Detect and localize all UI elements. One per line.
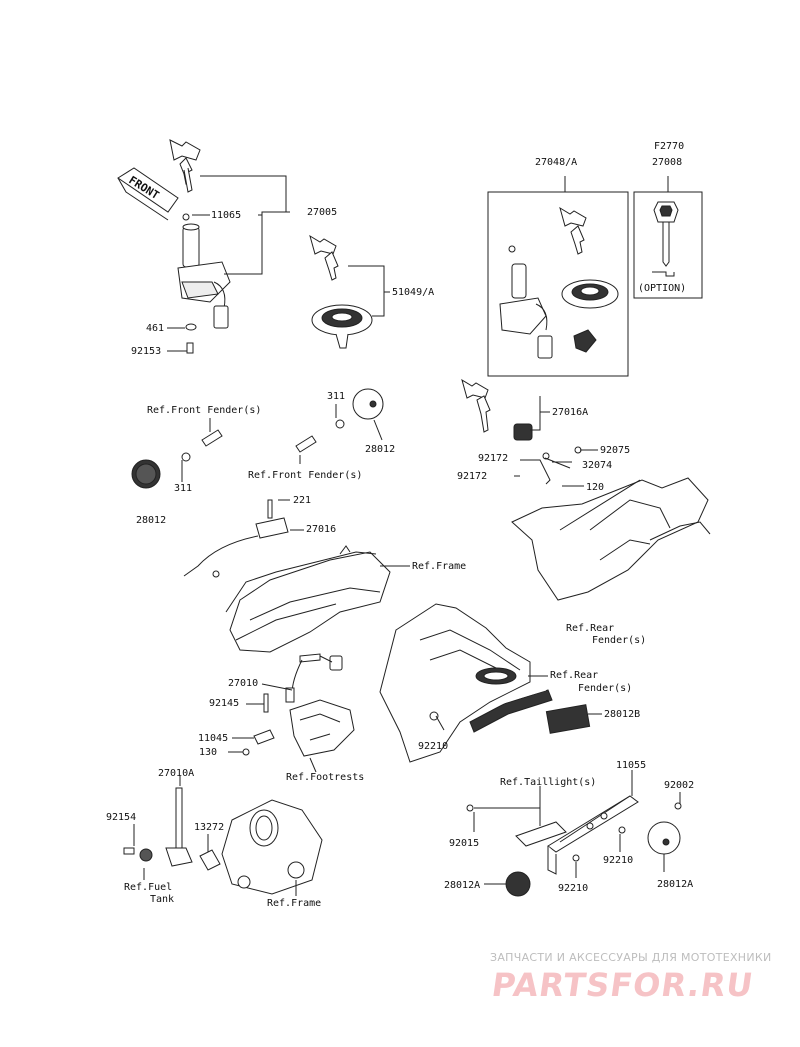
label-11065: 11065: [211, 210, 242, 221]
label-ref-front-fender-2: Ref.Front Fender(s): [248, 470, 363, 481]
label-92210-right: 92210: [603, 855, 634, 866]
label-28012a-right: 28012A: [657, 879, 694, 890]
label-28012-left: 28012: [136, 515, 167, 526]
seat-cable-frame-group: [183, 499, 410, 653]
rear-fender-group: [379, 603, 602, 763]
label-92153: 92153: [131, 346, 162, 357]
label-120: 120: [586, 482, 605, 493]
label-11045: 11045: [198, 733, 229, 744]
label-221: 221: [293, 495, 312, 506]
front-reflector-group: [131, 388, 384, 489]
option-key-group: [633, 176, 703, 299]
label-ref-taillight: Ref.Taillight(s): [500, 777, 597, 788]
label-ref-rear-fender-2a: Ref.Rear: [550, 670, 599, 681]
label-92002: 92002: [664, 780, 695, 791]
label-27008: 27008: [652, 157, 683, 168]
watermark-logo: PARTSFOR.RU: [489, 966, 757, 1004]
label-ref-rear-fender-1b: Fender(s): [592, 635, 647, 646]
label-32074: 32074: [582, 460, 613, 471]
taillight-bracket-group: [466, 770, 682, 897]
watermark-tagline: ЗАПЧАСТИ И АКСЕССУАРЫ ДЛЯ МОТОТЕХНИКИ: [490, 951, 772, 964]
label-ref-footrests: Ref.Footrests: [286, 772, 365, 783]
label-f2770: F2770: [654, 141, 685, 152]
label-option: (OPTION): [638, 283, 687, 294]
label-27016: 27016: [306, 524, 337, 535]
label-92145: 92145: [209, 698, 240, 709]
label-92210-fender: 92210: [418, 741, 449, 752]
label-27010a: 27010A: [158, 768, 195, 779]
label-27048-a: 27048/A: [535, 157, 578, 168]
label-27016a: 27016A: [552, 407, 589, 418]
label-461: 461: [146, 323, 165, 334]
label-11055: 11055: [616, 760, 647, 771]
label-ref-rear-fender-1a: Ref.Rear: [566, 623, 615, 634]
label-28012-right: 28012: [365, 444, 396, 455]
label-28012a-left: 28012A: [444, 880, 481, 891]
label-92015: 92015: [449, 838, 480, 849]
label-92172-upper: 92172: [478, 453, 509, 464]
label-311-bottom: 311: [174, 483, 193, 494]
label-ref-frame-1: Ref.Frame: [412, 561, 467, 572]
label-92075: 92075: [600, 445, 631, 456]
lock-set-group: [487, 176, 629, 377]
label-130: 130: [199, 747, 218, 758]
label-92172-lower: 92172: [457, 471, 488, 482]
front-arrow-icon: [117, 167, 179, 221]
label-ref-front-fender-1: Ref.Front Fender(s): [147, 405, 262, 416]
switch-bracket-group: [228, 653, 355, 773]
label-tank: Tank: [150, 894, 175, 905]
label-51049-a: 51049/A: [392, 287, 435, 298]
label-27010: 27010: [228, 678, 259, 689]
ignition-switch-group: [167, 139, 390, 354]
label-ref-fuel: Ref.Fuel: [124, 882, 173, 893]
fuel-tank-group: [123, 776, 323, 896]
label-28012b: 28012B: [604, 709, 641, 720]
seat-lock-group: [461, 378, 711, 601]
label-13272: 13272: [194, 822, 225, 833]
label-311-top: 311: [327, 391, 346, 402]
label-ref-frame-2: Ref.Frame: [267, 898, 322, 909]
label-ref-rear-fender-2b: Fender(s): [578, 683, 633, 694]
label-92210-lower: 92210: [558, 883, 589, 894]
label-27005: 27005: [307, 207, 338, 218]
label-92154: 92154: [106, 812, 137, 823]
